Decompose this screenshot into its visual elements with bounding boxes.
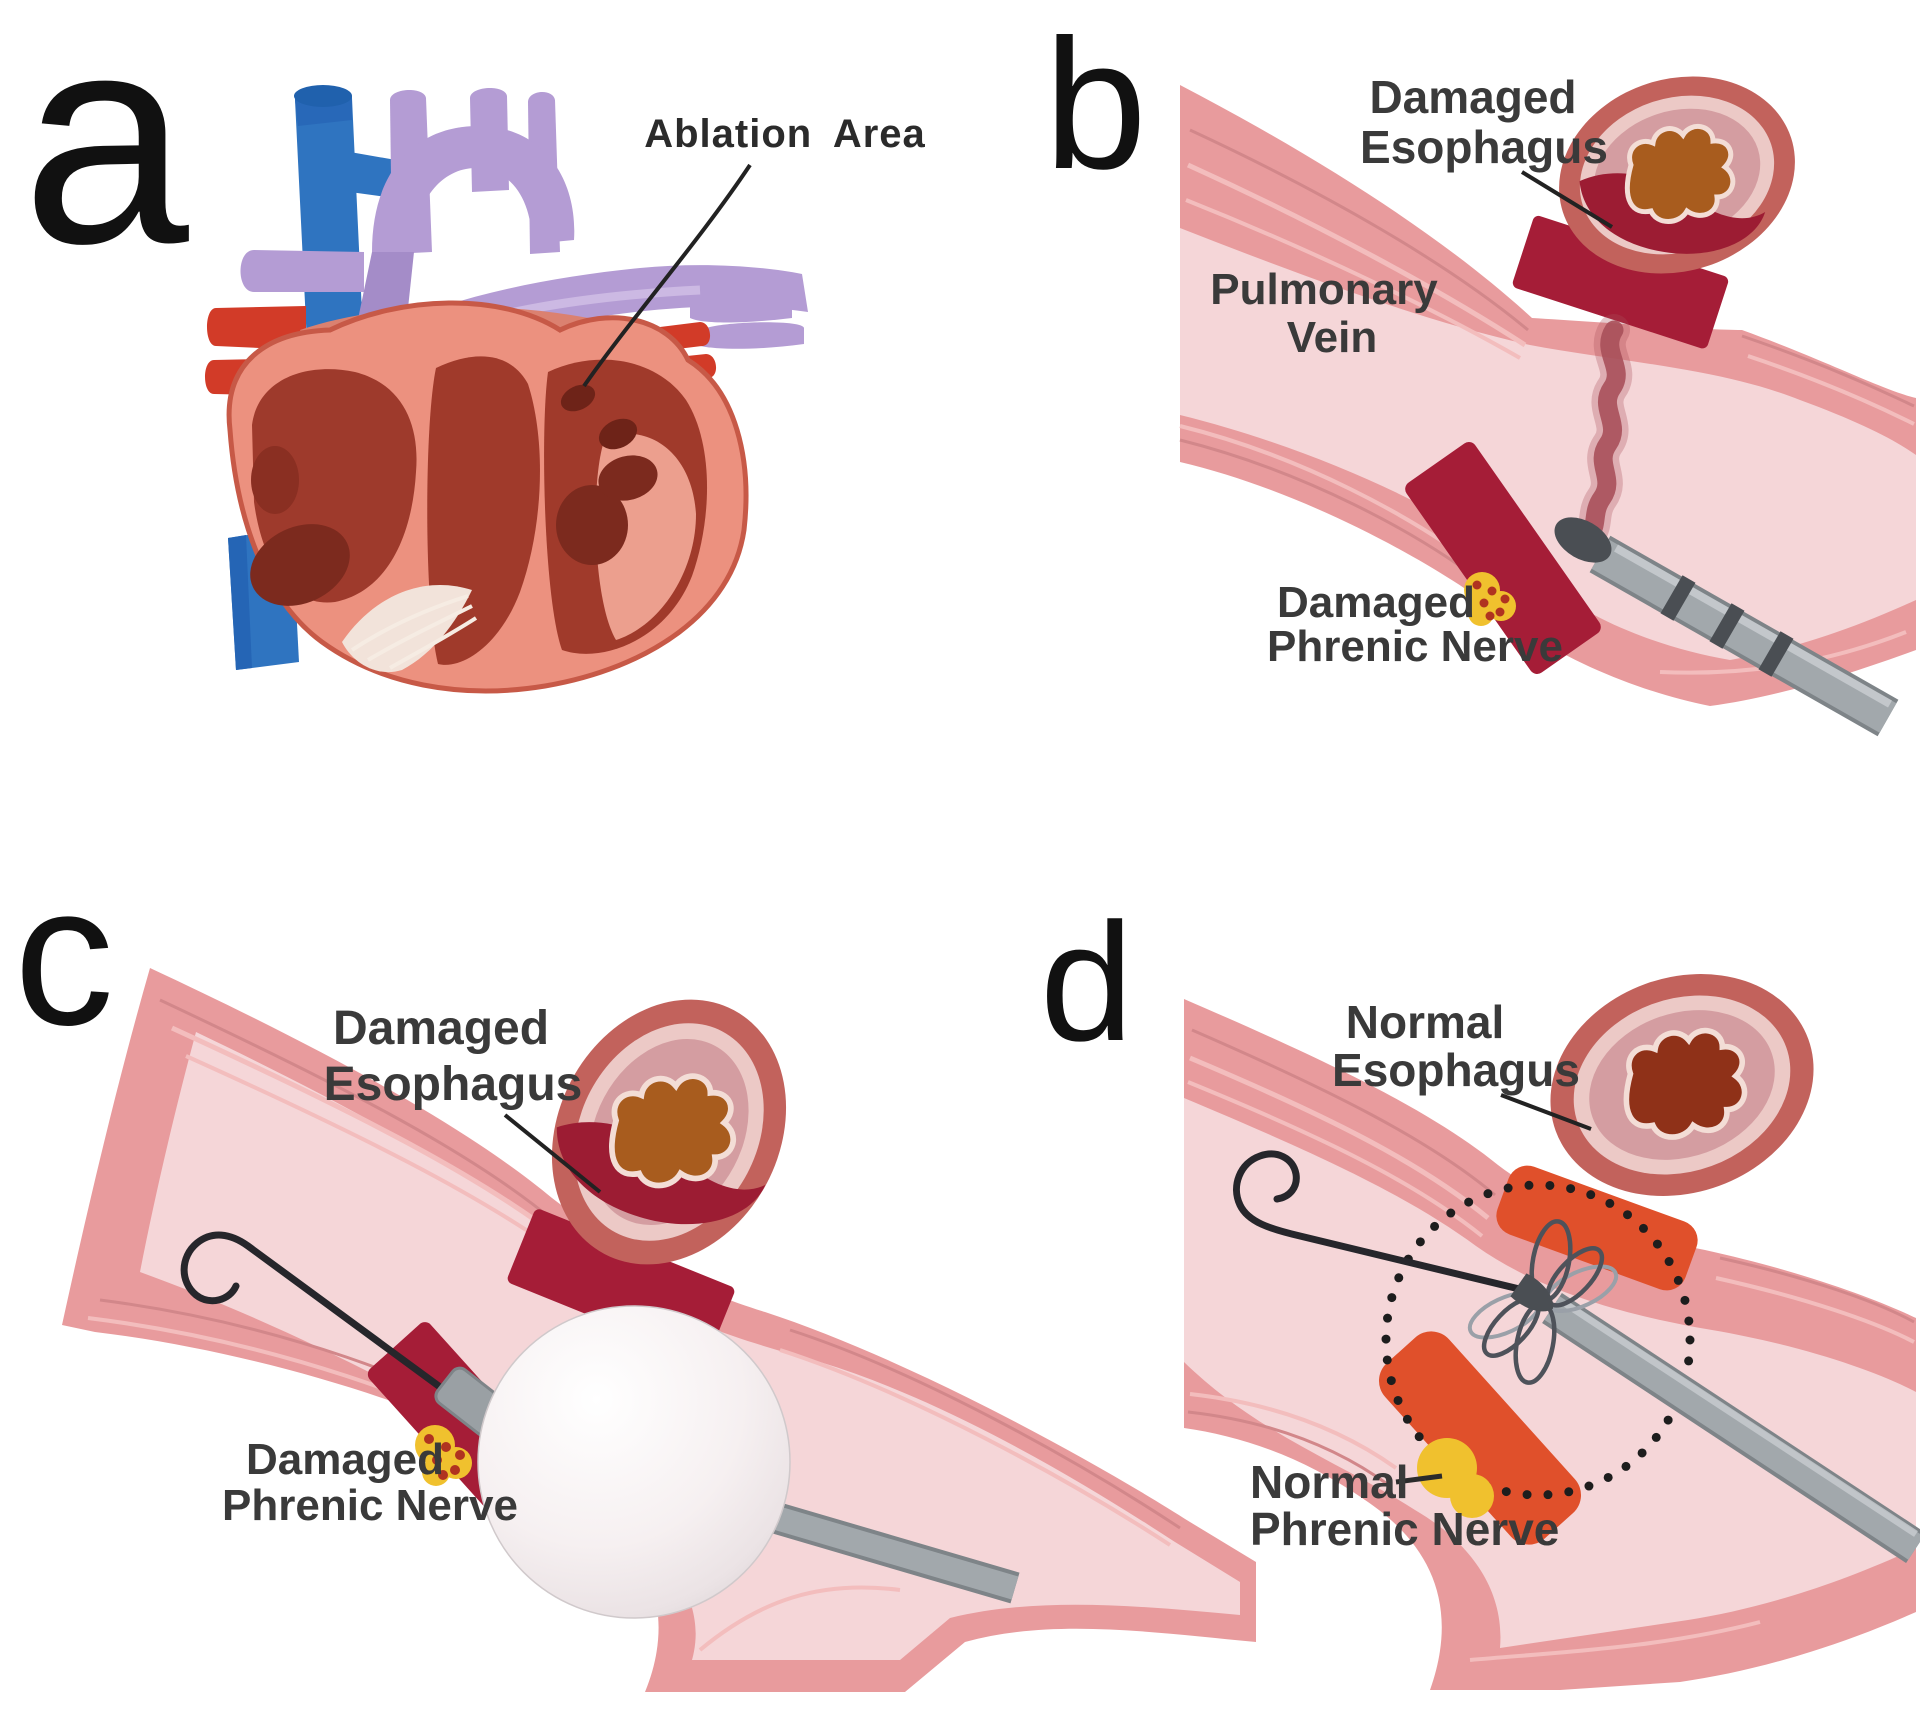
nerve-label-d-line1: Normal <box>1250 1456 1408 1508</box>
guidewire-d <box>1233 1150 1544 1298</box>
nerve-label-c-line2: Phrenic Nerve <box>222 1481 518 1530</box>
esophagus-cross-section-damaged-b <box>1559 76 1795 274</box>
panel-c: c <box>14 844 1256 1692</box>
esophagus-label-d-line2: Esophagus <box>1332 1044 1580 1096</box>
pulmonary-artery-and-aorta <box>240 87 808 382</box>
panel-d: d <box>1040 888 1920 1690</box>
ablation-area-leader-line <box>582 163 752 388</box>
cryoballoon-catheter <box>180 1231 1020 1619</box>
ablation-spot-2 <box>598 418 638 450</box>
aortic-arch <box>372 126 575 252</box>
guidewire-c <box>180 1231 459 1402</box>
burn-trail <box>1574 314 1633 550</box>
phrenic-lesion-b <box>1405 442 1601 674</box>
ivc-shade <box>228 535 252 670</box>
catheter-shaft-highlight-d <box>1564 1301 1918 1537</box>
nerve-label-b-line2: Phrenic Nerve <box>1267 622 1563 671</box>
esophagus-leader-c <box>503 1113 602 1194</box>
esophagus-label-c-line1: Damaged <box>333 1002 549 1055</box>
panel-b: b <box>1044 2 1916 737</box>
esophageal-lesion-b <box>1512 215 1729 349</box>
phrenic-lesion-d <box>1378 1331 1582 1545</box>
esophagus-leader-d <box>1500 1093 1592 1131</box>
esophagus-cross-section-damaged-c <box>551 999 787 1265</box>
catheter-shaft <box>1591 539 1897 733</box>
esophagus-lumen-star <box>1623 1027 1748 1140</box>
chamber-shadow-1 <box>250 524 350 606</box>
chamber-shadow-4 <box>598 455 658 501</box>
ablation-spot-1 <box>560 384 596 412</box>
nerve-leader-d <box>1395 1473 1443 1485</box>
catheter-shaft-c <box>752 1500 1019 1600</box>
right-purple-tube-1 <box>690 296 792 323</box>
chamber-shadow-2 <box>251 446 299 514</box>
nerve-label-d-line2: Phrenic Nerve <box>1250 1503 1559 1555</box>
chamber-shadow-3 <box>556 485 628 565</box>
vein-wall-striations-b <box>1179 128 1915 675</box>
catheter-electrode-bands <box>1660 575 1794 677</box>
panel-letter-a: a <box>22 0 191 306</box>
pulmonary-vein-illustration-d <box>1184 973 1920 1690</box>
rf-ablation-catheter <box>1554 517 1899 737</box>
pfa-flower-catheter <box>1233 1150 1920 1564</box>
esophagus-label-c-line2: Esophagus <box>324 1058 583 1111</box>
esophagus-label-b-line2: Esophagus <box>1360 121 1608 173</box>
esophagus-label-b-line1: Damaged <box>1369 71 1576 123</box>
esophagus-leader-b <box>1520 170 1614 229</box>
damaged-phrenic-nerve-icon <box>1464 572 1516 626</box>
vein-label-line2: Vein <box>1287 313 1378 362</box>
left-purple-branch <box>240 250 364 292</box>
chordae-tendineae <box>342 584 478 673</box>
nerve-label-b-line1: Damaged <box>1277 578 1475 627</box>
right-purple-tube-2 <box>700 322 804 349</box>
panel-a: a <box>22 0 926 694</box>
nerve-label-c-line1: Damaged <box>246 1435 444 1484</box>
vein-lumen-d <box>1184 1098 1916 1648</box>
catheter-tip <box>1554 517 1612 563</box>
panel-letter-b: b <box>1044 2 1147 208</box>
pulmonary-vein-illustration-b <box>1179 76 1916 737</box>
dotted-ablation-zone <box>1381 1180 1695 1500</box>
cryoballoon <box>477 1305 791 1619</box>
esophagus-lumen-star <box>1624 124 1736 224</box>
catheter-shaft-d <box>1544 1296 1920 1560</box>
vein-lumen-b <box>1180 228 1916 660</box>
panel-letter-c: c <box>14 844 114 1067</box>
flower-electrode <box>1467 1219 1619 1385</box>
vein-label-line1: Pulmonary <box>1210 265 1438 314</box>
damaged-phrenic-nerve-icon-c <box>415 1425 472 1486</box>
catheter-shaft-highlight <box>1614 544 1892 708</box>
ablation-area-label: Ablation Area <box>644 112 926 156</box>
pulmonary-vein-illustration-c <box>62 968 1256 1692</box>
esophagus-cross-section-normal-d <box>1550 973 1814 1197</box>
pfa-catheter-tip <box>1510 1273 1554 1312</box>
esophageal-lesion-d <box>1496 1165 1698 1291</box>
esophagus-label-d-line1: Normal <box>1346 996 1504 1048</box>
esophagus-lumen-star <box>609 1073 737 1189</box>
normal-phrenic-nerve-icon <box>1417 1438 1494 1518</box>
heart-illustration <box>205 85 808 694</box>
panel-letter-d: d <box>1040 888 1133 1076</box>
